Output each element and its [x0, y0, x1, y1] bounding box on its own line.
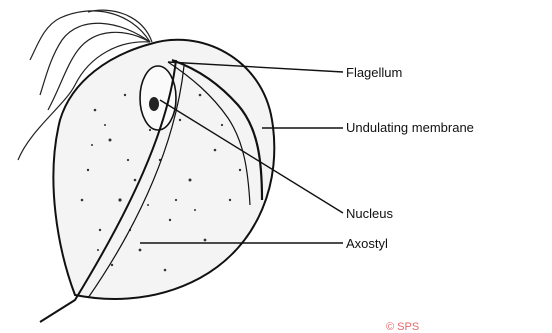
label-axostyl: Axostyl	[346, 236, 388, 251]
label-flagellum: Flagellum	[346, 65, 402, 80]
label-undulating-membrane: Undulating membrane	[346, 120, 474, 135]
watermark: © SPS	[386, 321, 419, 333]
nucleolus	[149, 97, 159, 111]
label-nucleus: Nucleus	[346, 206, 393, 221]
nucleus-shape	[140, 66, 176, 130]
